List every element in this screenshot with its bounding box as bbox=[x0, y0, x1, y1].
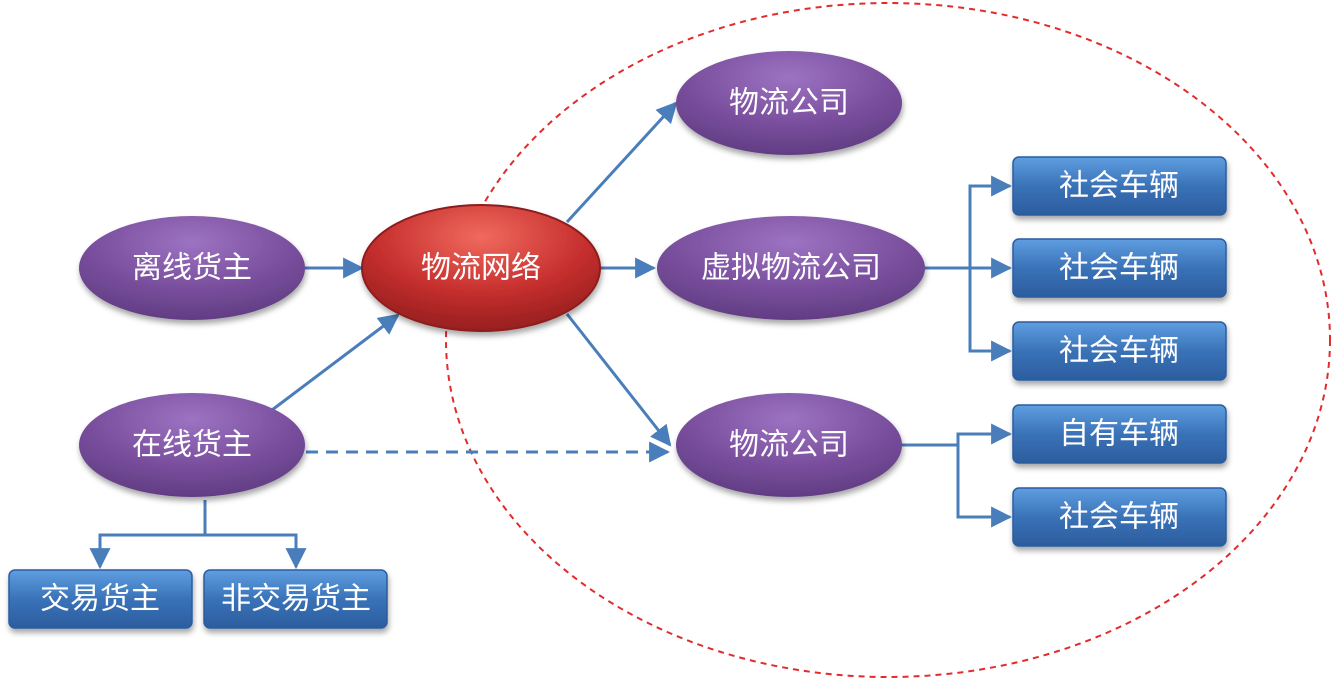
node-shape bbox=[1012, 321, 1227, 381]
node-shape bbox=[1012, 487, 1227, 547]
node-offline-shipper[interactable]: 离线货主 bbox=[79, 216, 305, 320]
node-label: 在线货主 bbox=[132, 428, 252, 463]
node-virtual-logistics-company[interactable]: 虚拟物流公司 bbox=[657, 216, 925, 320]
arrow-network-to-company-top bbox=[565, 101, 678, 224]
node-label: 自有车辆 bbox=[1059, 417, 1179, 452]
node-shape bbox=[203, 569, 388, 629]
node-shape bbox=[676, 393, 902, 497]
node-trade-shipper[interactable]: 交易货主 bbox=[8, 569, 193, 629]
node-label: 社会车辆 bbox=[1059, 251, 1179, 286]
node-label: 社会车辆 bbox=[1059, 500, 1179, 535]
node-logistics-company-top[interactable]: 物流公司 bbox=[676, 51, 902, 155]
arrow-network-to-company-bottom bbox=[565, 313, 672, 447]
arrow-to-social-vehicle-3 bbox=[968, 268, 1013, 362]
node-own-vehicle[interactable]: 自有车辆 bbox=[1012, 404, 1227, 464]
node-shape bbox=[657, 216, 925, 320]
node-label: 离线货主 bbox=[132, 251, 252, 286]
node-label: 交易货主 bbox=[40, 582, 160, 617]
node-label: 社会车辆 bbox=[1059, 169, 1179, 204]
node-shape bbox=[676, 51, 902, 155]
node-shape bbox=[1012, 404, 1227, 464]
node-shape bbox=[361, 204, 601, 332]
node-shape bbox=[79, 393, 305, 497]
node-label: 社会车辆 bbox=[1059, 334, 1179, 369]
arrow-online-to-network bbox=[271, 313, 400, 412]
node-label: 物流公司 bbox=[729, 86, 849, 121]
node-shape bbox=[1012, 156, 1227, 216]
connectors bbox=[89, 101, 1013, 570]
dashed-boundary bbox=[445, 2, 1331, 678]
node-shape bbox=[8, 569, 193, 629]
node-shape bbox=[1012, 238, 1227, 298]
node-social-vehicle-4[interactable]: 社会车辆 bbox=[1012, 487, 1227, 547]
node-shape bbox=[79, 216, 305, 320]
arrow-to-trade-shipper bbox=[89, 533, 205, 570]
node-label: 物流公司 bbox=[729, 428, 849, 463]
arrow-to-social-vehicle-1 bbox=[968, 175, 1013, 268]
node-label: 非交易货主 bbox=[221, 582, 371, 617]
arrow-to-social-vehicle-4 bbox=[956, 445, 1013, 528]
node-label: 虚拟物流公司 bbox=[701, 251, 881, 286]
arrow-to-non-trade-shipper bbox=[205, 533, 307, 570]
node-logistics-network[interactable]: 物流网络 bbox=[361, 204, 601, 332]
node-online-shipper[interactable]: 在线货主 bbox=[79, 393, 305, 497]
node-label: 物流网络 bbox=[421, 251, 541, 286]
node-non-trade-shipper[interactable]: 非交易货主 bbox=[203, 569, 388, 629]
node-social-vehicle-2[interactable]: 社会车辆 bbox=[1012, 238, 1227, 298]
arrow-to-own-vehicle bbox=[956, 423, 1013, 445]
node-logistics-company-bottom[interactable]: 物流公司 bbox=[676, 393, 902, 497]
node-social-vehicle-3[interactable]: 社会车辆 bbox=[1012, 321, 1227, 381]
node-social-vehicle-1[interactable]: 社会车辆 bbox=[1012, 156, 1227, 216]
